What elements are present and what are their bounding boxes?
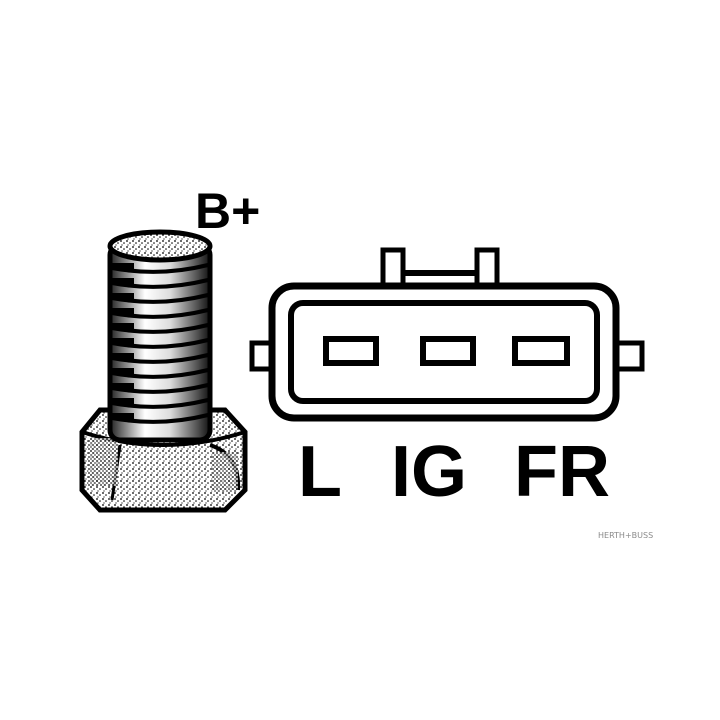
- thread-shadow: [112, 353, 134, 360]
- pin-fr: [512, 336, 570, 366]
- connector-latch: [380, 247, 500, 293]
- stud-shaft: [107, 229, 213, 443]
- bplus-stud-terminal: B+: [79, 183, 260, 513]
- three-pin-connector: L IG FR: [249, 247, 645, 512]
- thread-shadow: [112, 323, 134, 330]
- thread-shadow: [112, 263, 134, 270]
- pin-label-ig: IG: [391, 432, 467, 512]
- thread-shadow: [112, 368, 134, 375]
- thread-shadow: [112, 413, 134, 420]
- pin-label-l: L: [298, 432, 342, 512]
- terminal-label-bplus: B+: [195, 183, 260, 239]
- pin-ig: [420, 336, 476, 366]
- thread-shadow: [112, 293, 134, 300]
- pin-l: [323, 336, 379, 366]
- thread-shadow: [112, 383, 134, 390]
- thread-shadow: [112, 398, 134, 405]
- watermark-text: HERTH+BUSS: [598, 531, 653, 540]
- thread-shadow: [112, 308, 134, 315]
- stud-threads: [111, 263, 209, 424]
- thread-shadow: [112, 338, 134, 345]
- pin-label-fr: FR: [514, 432, 610, 512]
- thread-shadow: [112, 278, 134, 285]
